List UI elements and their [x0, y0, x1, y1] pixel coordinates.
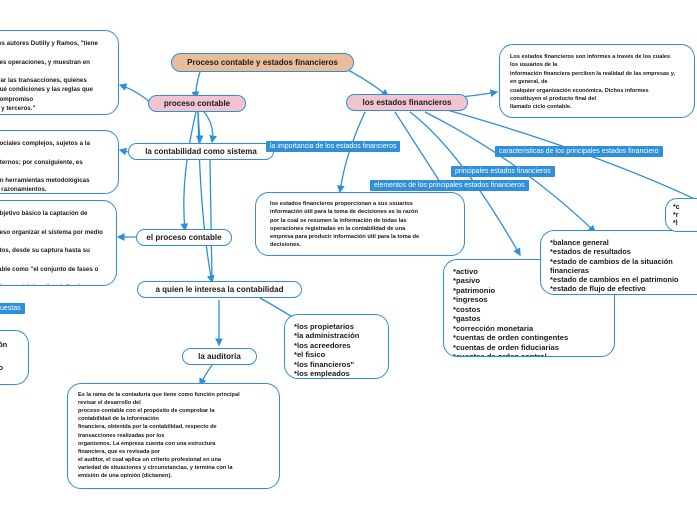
right-edge-box[interactable]: *c *r *l — [665, 198, 697, 232]
label-elementos[interactable]: elementos de los principales estados fin… — [370, 180, 529, 191]
left-top-text-box[interactable]: los autores Dutilly y Ramos, "tiene ses … — [0, 30, 119, 115]
contabilidad-sistema-node[interactable]: la contabilidad como sistema — [128, 143, 274, 160]
left-mid-text-box[interactable]: sociales complejos, sujetos a la nternos… — [0, 130, 119, 194]
auditoria-text-box[interactable]: Es la rama de la contaduría que tiene co… — [67, 383, 280, 489]
importancia-text-box[interactable]: los estados financieros proporcionan a s… — [255, 192, 465, 256]
label-importancia[interactable]: la importancia de los estados financiero… — [266, 141, 401, 152]
main-topic[interactable]: Proceso contable y estados financieros — [171, 53, 354, 72]
interesados-list-box[interactable]: *los propietarios *la administración *lo… — [284, 314, 389, 379]
label-principales[interactable]: principales estados financieros — [451, 166, 555, 177]
left-low-text-box[interactable]: objetivo básico la captación de ceso org… — [0, 200, 117, 286]
principales-list-box[interactable]: *balance general *estados de resultados … — [540, 230, 697, 295]
proceso-contable-node[interactable]: proceso contable — [148, 95, 246, 112]
left-partial-label[interactable]: uestas — [0, 303, 25, 314]
quien-interesa-node[interactable]: a quien le interesa la contabilidad — [137, 281, 302, 298]
auditoria-node[interactable]: la auditoria — [182, 348, 257, 365]
right-top-text-box[interactable]: Los estados financieros son informes a t… — [499, 44, 695, 118]
proceso-contable-2-node[interactable]: el proceso contable — [136, 229, 232, 246]
label-caracteristicas[interactable]: caracteristicas de los principales estad… — [495, 146, 663, 157]
left-bottom-text-box[interactable]: ión to — [0, 330, 29, 385]
estados-financieros-node[interactable]: los estados financieros — [346, 94, 468, 111]
